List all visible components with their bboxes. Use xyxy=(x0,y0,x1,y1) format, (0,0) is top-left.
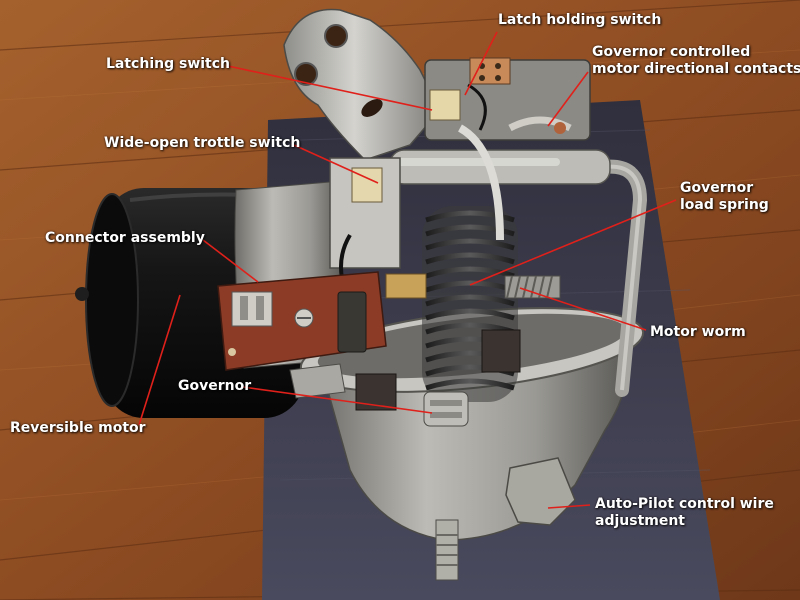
label-motor-worm: Motor worm xyxy=(650,324,746,340)
label-line: Governor xyxy=(680,180,754,196)
label-reversible-motor: Reversible motor xyxy=(10,420,146,436)
brass-adjuster xyxy=(385,273,427,299)
label-latch-holding-switch: Latch holding switch xyxy=(498,12,662,28)
governor xyxy=(423,391,469,427)
label-autopilot-wire-adjustment: Auto-Pilot control wire adjustment xyxy=(595,496,774,530)
label-line: load spring xyxy=(680,197,769,213)
label-line: Auto-Pilot control wire xyxy=(595,496,774,512)
label-wide-open-throttle-switch: Wide-open trottle switch xyxy=(104,135,301,151)
housing-tab xyxy=(289,363,346,399)
bracket-hole xyxy=(294,62,318,86)
switch-assembly xyxy=(424,57,591,141)
connector-assembly xyxy=(217,271,387,371)
motor-brush xyxy=(481,329,521,373)
spring-strap xyxy=(457,124,504,241)
label-line: adjustment xyxy=(595,513,686,529)
label-governor: Governor xyxy=(178,378,252,394)
bracket-slot xyxy=(361,99,383,117)
label-latching-switch: Latching switch xyxy=(106,56,231,72)
mounting-stud xyxy=(435,519,459,581)
label-connector-assembly: Connector assembly xyxy=(45,230,205,246)
motor-worm xyxy=(504,275,561,299)
label-governor-directional-contacts: Governor controlled motor directional co… xyxy=(592,44,800,78)
label-governor-load-spring: Governor load spring xyxy=(680,180,769,214)
cross-bar xyxy=(389,149,611,185)
adjustment-nut xyxy=(505,457,576,526)
label-line: motor directional contacts xyxy=(592,61,800,77)
callout-leader-lines xyxy=(138,31,677,509)
label-line: Governor controlled xyxy=(592,44,751,60)
bracket-hole xyxy=(324,24,348,48)
